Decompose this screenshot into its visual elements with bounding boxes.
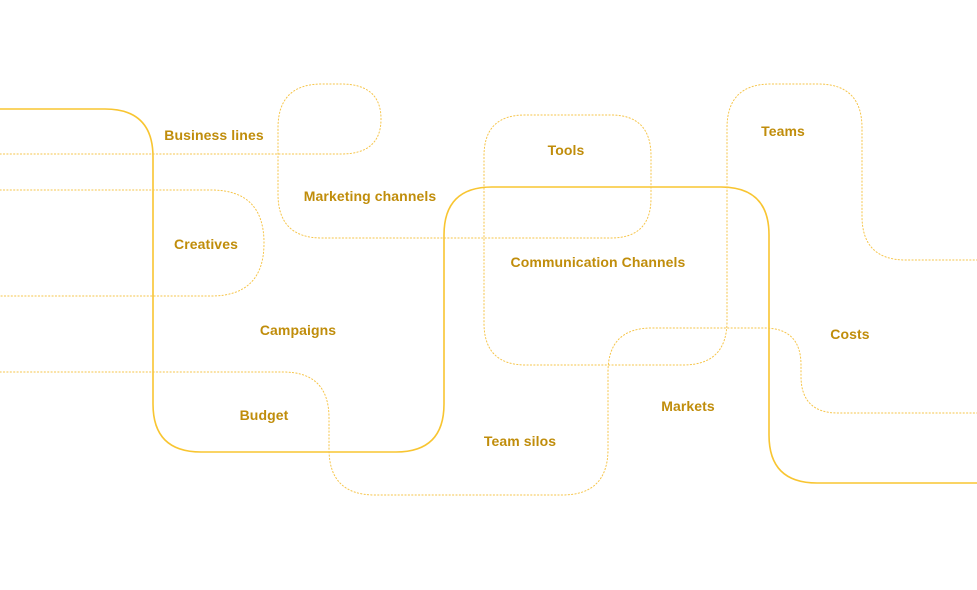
dotted-line-budget-costs [0, 327, 977, 496]
label-communication-channels: Communication Channels [510, 254, 686, 270]
dotted-line-business-marketing [0, 83, 977, 366]
dotted-line-creatives [0, 189, 265, 297]
label-marketing-channels: Marketing channels [303, 188, 437, 204]
solid-flow-line [0, 108, 977, 484]
label-costs: Costs [830, 326, 870, 342]
label-team-silos: Team silos [483, 433, 557, 449]
label-tools: Tools [547, 142, 585, 158]
label-business-lines: Business lines [164, 127, 264, 143]
label-teams: Teams [761, 123, 805, 139]
label-budget: Budget [239, 407, 289, 423]
label-creatives: Creatives [174, 236, 238, 252]
label-campaigns: Campaigns [259, 322, 337, 338]
label-markets: Markets [661, 398, 715, 414]
